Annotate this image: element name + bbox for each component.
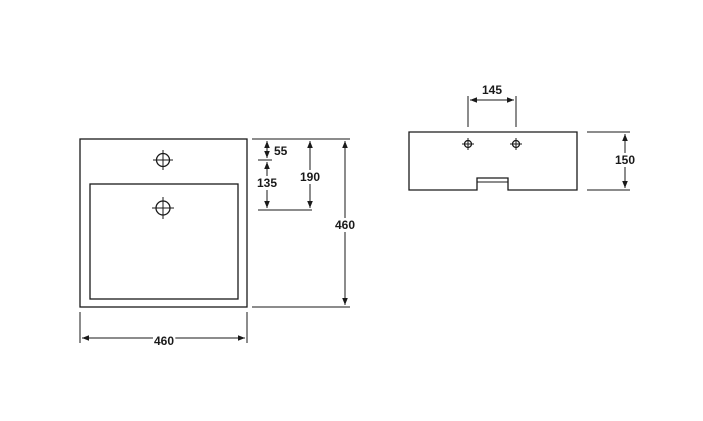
label-backing — [273, 144, 289, 158]
dimension-top-width: 460 — [79, 312, 248, 348]
tap-hole-icon — [153, 150, 173, 170]
label-backing — [152, 334, 176, 348]
dimension-label-depth: 460 — [335, 218, 355, 232]
dimension-label-basin-offset: 135 — [257, 176, 277, 190]
dimension-top-depth: 460 — [252, 138, 357, 308]
dimension-tap-offset: 55 — [258, 141, 289, 161]
dimension-label-drain-offset: 190 — [300, 170, 320, 184]
tap-hole-right-icon — [510, 138, 522, 150]
drain-hole-icon — [152, 197, 174, 219]
dimension-label-tap-offset: 55 — [274, 144, 288, 158]
basin-outline — [79, 138, 248, 308]
dimension-tap-spacing: 145 — [467, 83, 517, 127]
dimension-label-tap-spacing: 145 — [482, 83, 502, 97]
dimension-label-front-height: 150 — [615, 153, 635, 167]
front-outline — [408, 131, 578, 191]
dimension-label-width: 460 — [154, 334, 174, 348]
label-backing — [480, 83, 504, 97]
top-view: 460 460 55 135 190 — [79, 138, 357, 348]
basin-bowl — [89, 183, 239, 300]
dimension-drain-offset: 190 — [298, 141, 322, 208]
label-backing — [298, 170, 322, 184]
label-backing — [613, 153, 637, 167]
label-backing — [255, 176, 279, 190]
dimension-basin-offset: 135 — [255, 162, 312, 211]
label-backing — [333, 218, 357, 232]
dimension-front-height: 150 — [587, 131, 637, 191]
tap-hole-left-icon — [462, 138, 474, 150]
front-view: 145 150 — [408, 83, 637, 191]
